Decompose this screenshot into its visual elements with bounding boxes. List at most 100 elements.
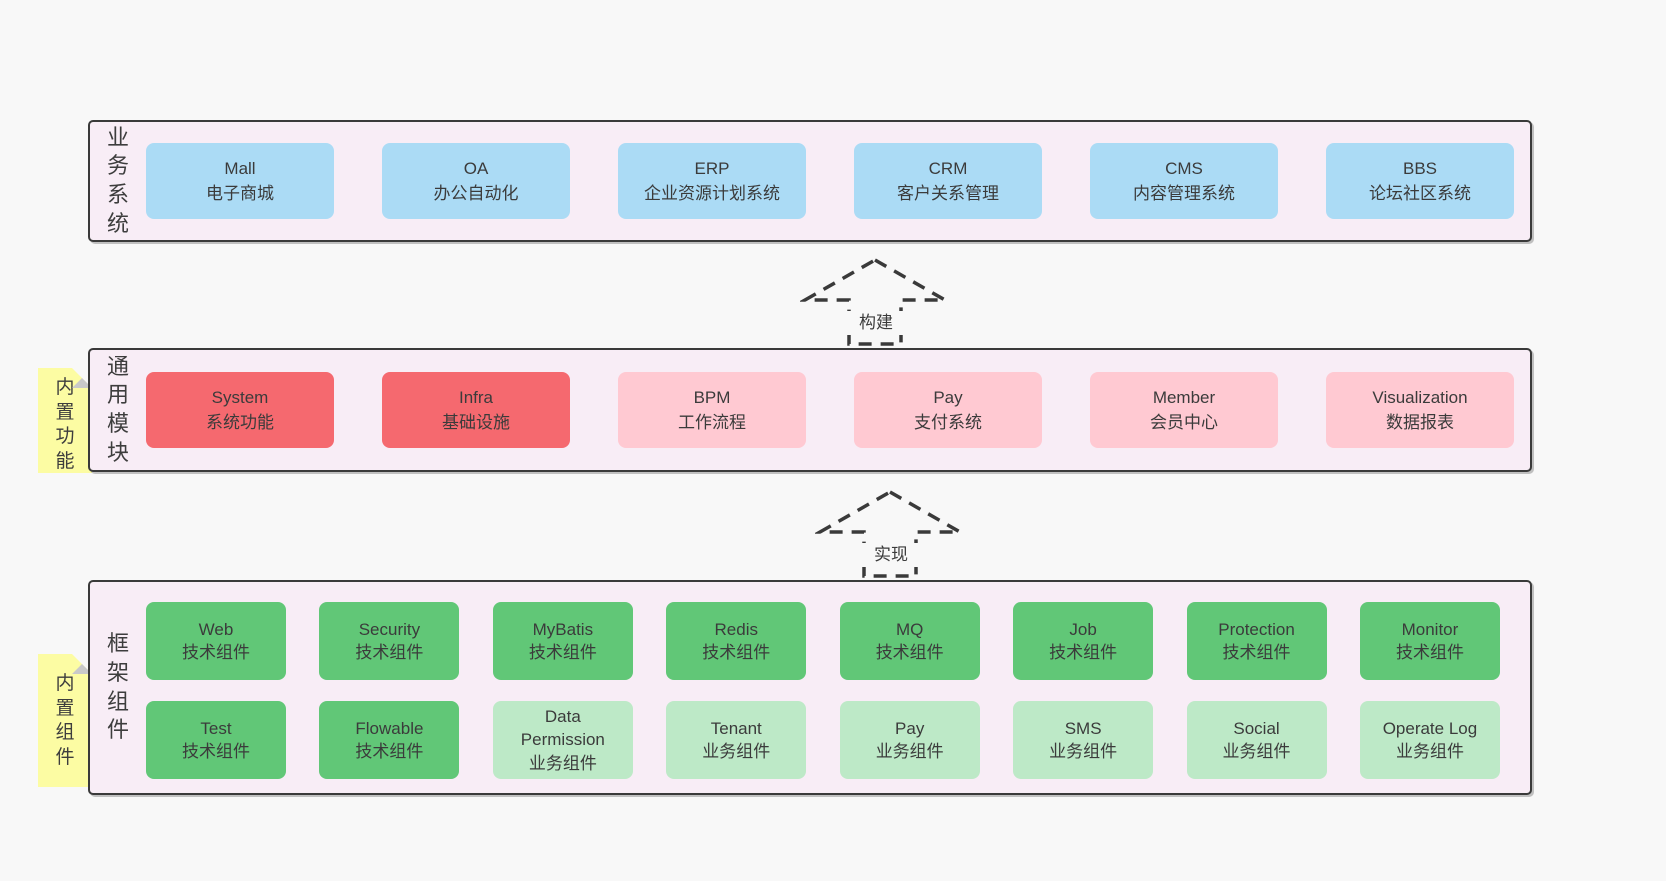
module-title: OA bbox=[463, 158, 489, 178]
module-title: Tenant bbox=[710, 718, 762, 738]
component-box-data-permission: Data Permission 业务组件 bbox=[492, 701, 633, 779]
module-subtitle: 技术组件 bbox=[1395, 643, 1464, 662]
module-subtitle: 电子商城 bbox=[206, 184, 274, 203]
module-box-oa: OA 办公自动化 bbox=[382, 143, 570, 219]
module-title: Mall bbox=[224, 158, 256, 178]
module-box-bpm: BPM 工作流程 bbox=[618, 372, 806, 448]
module-title: MyBatis bbox=[532, 619, 594, 639]
module-box-member: Member 会员中心 bbox=[1090, 372, 1278, 448]
layer-common-modules: 通用模块 System 系统功能 Infra 基础设施 BPM 工作流程 Pay… bbox=[88, 348, 1532, 472]
note-text: 内置功能 bbox=[55, 377, 75, 473]
module-title: Visualization bbox=[1372, 387, 1468, 407]
layer-business-systems: 业务系统 Mall 电子商城 OA 办公自动化 ERP 企业资源计划系统 CRM… bbox=[88, 120, 1532, 242]
layer-label-text: 通用模块 bbox=[106, 353, 129, 465]
module-box-erp: ERP 企业资源计划系统 bbox=[618, 143, 806, 219]
module-subtitle: 技术组件 bbox=[702, 643, 771, 662]
module-title: Social bbox=[1233, 718, 1280, 738]
module-title: Security bbox=[358, 619, 421, 639]
module-subtitle: 工作流程 bbox=[678, 413, 746, 432]
module-title: Data Permission bbox=[520, 706, 605, 750]
module-subtitle: 业务组件 bbox=[1395, 742, 1464, 761]
module-title: Redis bbox=[714, 619, 758, 639]
module-subtitle: 业务组件 bbox=[1049, 742, 1118, 761]
component-box-sms: SMS 业务组件 bbox=[1013, 701, 1154, 779]
module-title: Job bbox=[1069, 619, 1097, 639]
module-title: Flowable bbox=[355, 718, 424, 738]
component-box-flowable: Flowable 技术组件 bbox=[319, 701, 460, 779]
layer-label-text: 框架组件 bbox=[106, 631, 129, 743]
layer-label-text: 业务系统 bbox=[106, 124, 129, 236]
module-subtitle: 业务组件 bbox=[528, 753, 597, 773]
module-subtitle: 技术组件 bbox=[1222, 643, 1291, 662]
component-box-web: Web 技术组件 bbox=[146, 602, 286, 680]
module-title: MQ bbox=[895, 619, 924, 639]
component-box-protection: Protection 技术组件 bbox=[1186, 602, 1327, 680]
module-title: Web bbox=[198, 619, 234, 639]
module-title: Protection bbox=[1218, 619, 1295, 639]
arrow-label-implement: 实现 bbox=[860, 543, 922, 567]
module-box-bbs: BBS 论坛社区系统 bbox=[1326, 143, 1514, 219]
common-modules-row: System 系统功能 Infra 基础设施 BPM 工作流程 Pay 支付系统… bbox=[146, 350, 1514, 470]
sticky-note-builtin-features: 内置功能 bbox=[38, 368, 92, 473]
module-subtitle: 业务组件 bbox=[875, 742, 944, 761]
module-subtitle: 论坛社区系统 bbox=[1369, 184, 1471, 203]
component-box-mybatis: MyBatis 技术组件 bbox=[492, 602, 633, 680]
module-subtitle: 技术组件 bbox=[528, 643, 597, 662]
component-box-redis: Redis 技术组件 bbox=[666, 602, 807, 680]
layer-label-framework-components: 框架组件 bbox=[103, 582, 133, 793]
component-box-test: Test 技术组件 bbox=[146, 701, 286, 779]
note-text: 内置组件 bbox=[55, 673, 75, 769]
module-box-infra: Infra 基础设施 bbox=[382, 372, 570, 448]
framework-row-1: Web 技术组件 Security 技术组件 MyBatis 技术组件 Redi… bbox=[146, 602, 1500, 680]
module-box-visualization: Visualization 数据报表 bbox=[1326, 372, 1514, 448]
module-title: System bbox=[211, 387, 269, 407]
module-subtitle: 数据报表 bbox=[1386, 413, 1454, 432]
component-box-pay: Pay 业务组件 bbox=[839, 701, 980, 779]
module-subtitle: 支付系统 bbox=[914, 413, 982, 432]
module-subtitle: 技术组件 bbox=[355, 643, 424, 662]
module-subtitle: 会员中心 bbox=[1150, 413, 1218, 432]
layer-label-business-systems: 业务系统 bbox=[103, 122, 133, 240]
sticky-note-builtin-components: 内置组件 bbox=[38, 654, 92, 787]
module-subtitle: 技术组件 bbox=[182, 643, 250, 662]
framework-row-2: Test 技术组件 Flowable 技术组件 Data Permission … bbox=[146, 701, 1500, 779]
module-subtitle: 基础设施 bbox=[442, 413, 510, 432]
module-title: Pay bbox=[895, 718, 925, 738]
module-title: Infra bbox=[458, 387, 494, 407]
arrow-label-build: 构建 bbox=[845, 311, 907, 335]
module-subtitle: 客户关系管理 bbox=[897, 184, 999, 203]
module-title: Operate Log bbox=[1382, 718, 1478, 738]
module-subtitle: 内容管理系统 bbox=[1133, 184, 1235, 203]
component-box-tenant: Tenant 业务组件 bbox=[666, 701, 807, 779]
module-subtitle: 技术组件 bbox=[875, 643, 944, 662]
module-title: CRM bbox=[928, 158, 968, 178]
module-title: BBS bbox=[1402, 158, 1438, 178]
module-title: BPM bbox=[693, 387, 731, 407]
business-systems-row: Mall 电子商城 OA 办公自动化 ERP 企业资源计划系统 CRM 客户关系… bbox=[146, 122, 1514, 240]
module-title: CMS bbox=[1165, 158, 1203, 178]
module-subtitle: 技术组件 bbox=[1049, 643, 1118, 662]
component-box-social: Social 业务组件 bbox=[1186, 701, 1327, 779]
module-subtitle: 业务组件 bbox=[702, 742, 771, 761]
layer-label-common-modules: 通用模块 bbox=[103, 350, 133, 470]
module-subtitle: 企业资源计划系统 bbox=[644, 184, 780, 203]
module-subtitle: 系统功能 bbox=[206, 413, 274, 432]
component-box-operate-log: Operate Log 业务组件 bbox=[1359, 701, 1500, 779]
module-box-mall: Mall 电子商城 bbox=[146, 143, 334, 219]
module-title: Test bbox=[200, 718, 232, 738]
component-box-mq: MQ 技术组件 bbox=[839, 602, 980, 680]
module-title: Member bbox=[1152, 387, 1216, 407]
module-box-pay: Pay 支付系统 bbox=[854, 372, 1042, 448]
module-title: SMS bbox=[1064, 718, 1102, 738]
module-subtitle: 技术组件 bbox=[182, 742, 250, 761]
component-box-job: Job 技术组件 bbox=[1013, 602, 1154, 680]
module-title: Pay bbox=[933, 387, 963, 407]
module-box-cms: CMS 内容管理系统 bbox=[1090, 143, 1278, 219]
module-box-crm: CRM 客户关系管理 bbox=[854, 143, 1042, 219]
module-subtitle: 办公自动化 bbox=[433, 184, 519, 203]
component-box-monitor: Monitor 技术组件 bbox=[1359, 602, 1500, 680]
module-subtitle: 技术组件 bbox=[355, 742, 424, 761]
module-title: Monitor bbox=[1401, 619, 1459, 639]
layer-framework-components: 框架组件 Web 技术组件 Security 技术组件 MyBatis 技术组件… bbox=[88, 580, 1532, 795]
module-subtitle: 业务组件 bbox=[1222, 742, 1291, 761]
